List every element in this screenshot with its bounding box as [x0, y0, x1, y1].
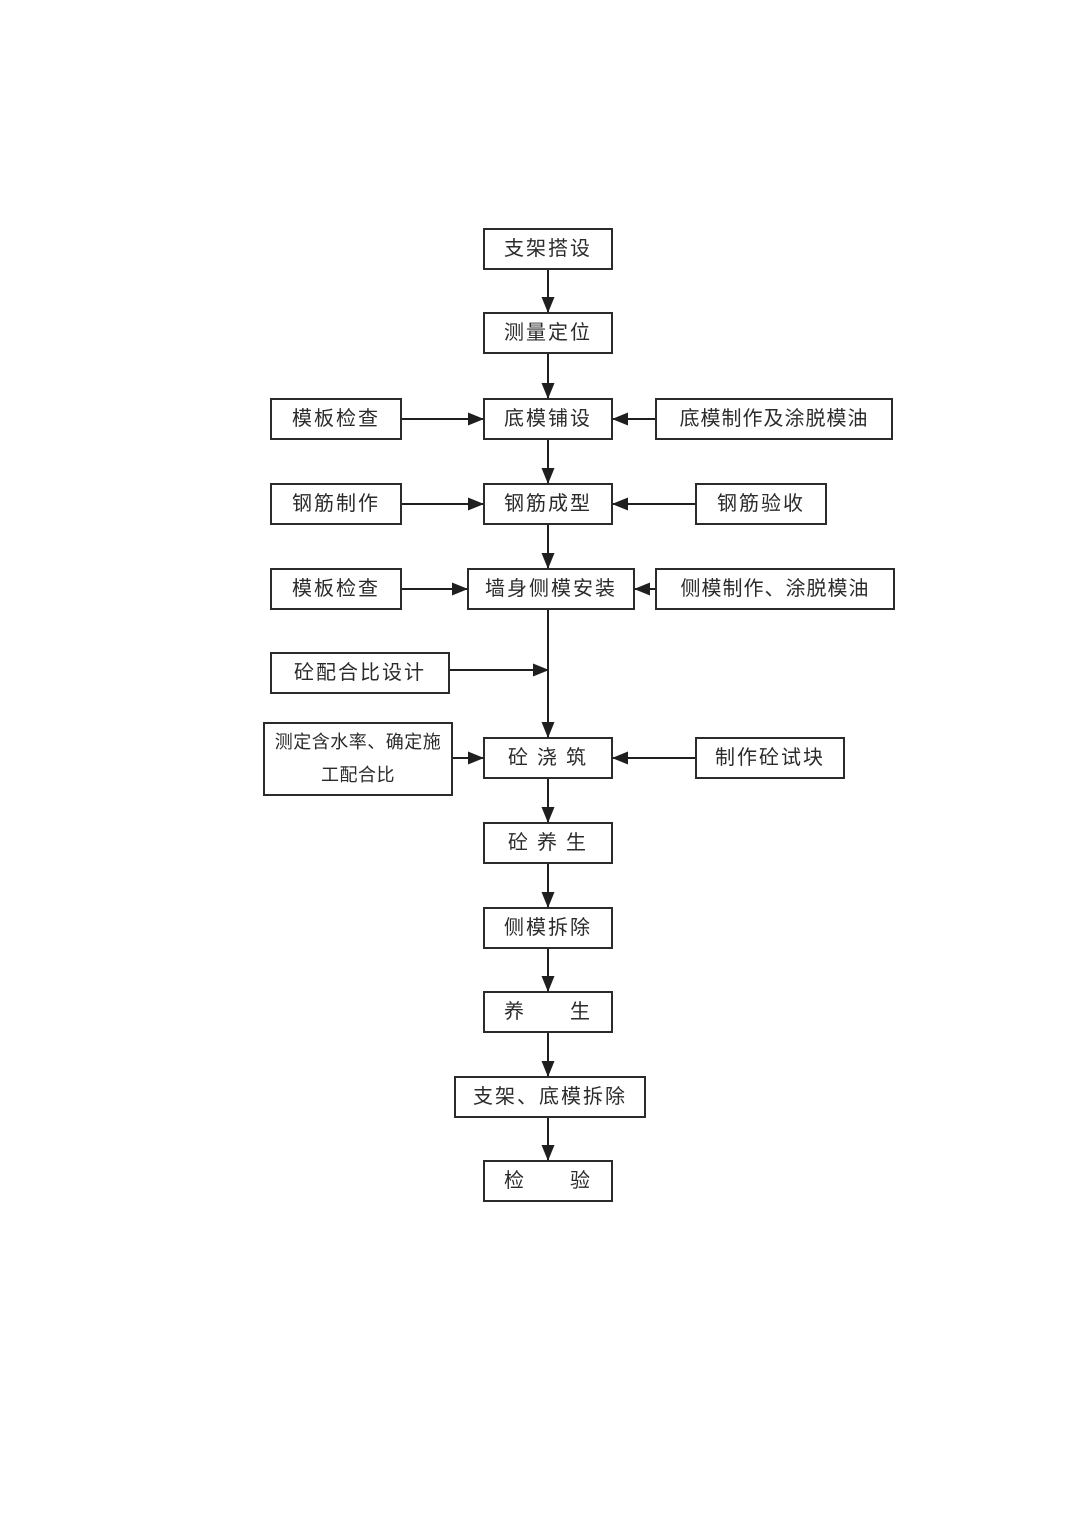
node-label: 砼 浇 筑	[508, 747, 588, 769]
node-label: 测定含水率、确定施工配合比	[274, 731, 442, 785]
node-label: 侧模制作、涂脱模油	[680, 578, 870, 600]
node-formwork-inspection-1: 模板检查	[270, 398, 402, 440]
node-rebar-acceptance: 钢筋验收	[695, 483, 827, 525]
node-concrete-pouring: 砼 浇 筑	[483, 737, 613, 779]
node-label: 制作砼试块	[715, 747, 825, 769]
node-label: 钢筋制作	[292, 493, 380, 515]
node-moisture-content-mix: 测定含水率、确定施工配合比	[263, 722, 453, 796]
node-label: 底模铺设	[504, 408, 592, 430]
node-curing: 养 生	[483, 991, 613, 1033]
node-side-formwork-removal: 侧模拆除	[483, 907, 613, 949]
node-side-formwork-prep: 侧模制作、涂脱模油	[655, 568, 895, 610]
node-rebar-fabrication: 钢筋制作	[270, 483, 402, 525]
node-label: 钢筋验收	[717, 493, 805, 515]
node-rebar-forming: 钢筋成型	[483, 483, 613, 525]
node-label: 测量定位	[504, 322, 592, 344]
node-label: 支架搭设	[504, 238, 592, 260]
node-label: 模板检查	[292, 408, 380, 430]
node-label: 模板检查	[292, 578, 380, 600]
node-label: 支架、底模拆除	[473, 1086, 627, 1108]
node-label: 砼配合比设计	[294, 662, 426, 684]
node-label: 墙身侧模安装	[485, 578, 617, 600]
node-bottom-formwork-prep: 底模制作及涂脱模油	[655, 398, 893, 440]
node-bottom-formwork-laying: 底模铺设	[483, 398, 613, 440]
node-final-inspection: 检 验	[483, 1160, 613, 1202]
node-label: 侧模拆除	[504, 917, 592, 939]
node-label: 检 验	[504, 1170, 592, 1192]
node-scaffold-erection: 支架搭设	[483, 228, 613, 270]
node-label: 钢筋成型	[504, 493, 592, 515]
node-label: 砼 养 生	[508, 832, 588, 854]
node-concrete-test-block: 制作砼试块	[695, 737, 845, 779]
node-label: 底模制作及涂脱模油	[679, 408, 869, 430]
node-wall-side-formwork-install: 墙身侧模安装	[467, 568, 635, 610]
node-concrete-mix-design: 砼配合比设计	[270, 652, 450, 694]
node-label: 养 生	[504, 1001, 592, 1023]
node-concrete-curing: 砼 养 生	[483, 822, 613, 864]
node-survey-positioning: 测量定位	[483, 312, 613, 354]
node-formwork-inspection-2: 模板检查	[270, 568, 402, 610]
node-scaffold-bottom-removal: 支架、底模拆除	[454, 1076, 646, 1118]
